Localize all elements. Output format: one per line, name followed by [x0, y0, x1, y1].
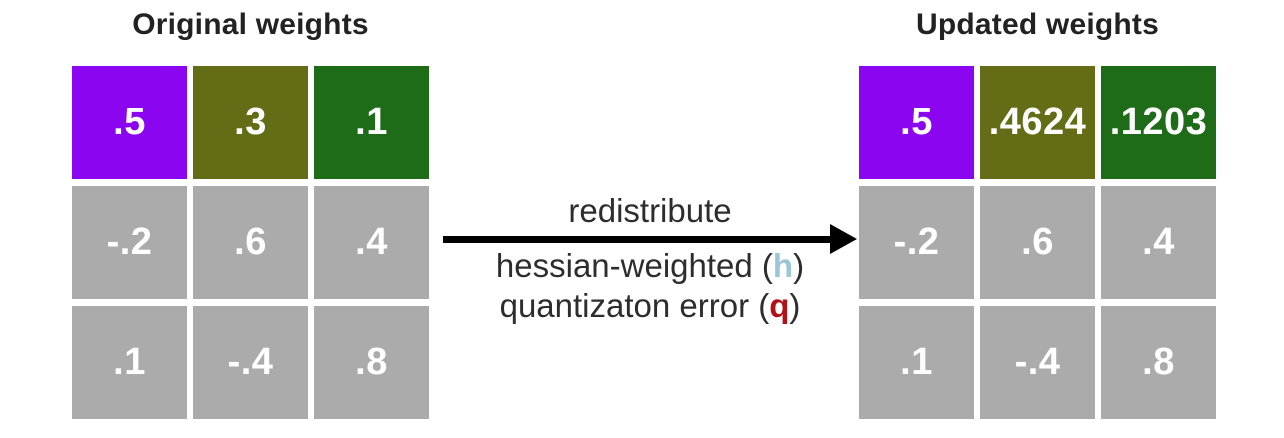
updated-weights-matrix: .5.4624.1203 -.2.6.4 .1-.4.8: [859, 66, 1216, 419]
original-weights-title: Original weights: [132, 8, 369, 41]
matrix-cell: .3: [193, 66, 308, 179]
matrix-cell: -.4: [193, 306, 308, 419]
quant-label-prefix: quantizaton error (: [499, 287, 770, 324]
matrix-cell: .4: [314, 186, 429, 299]
hessian-label-suffix: ): [793, 247, 805, 284]
quant-label-suffix: ): [789, 287, 801, 324]
matrix-cell: .1: [314, 66, 429, 179]
h-variable: h: [772, 247, 794, 284]
hessian-label-prefix: hessian-weighted (: [495, 247, 773, 284]
arrow-head-icon: [830, 224, 857, 254]
matrix-cell: .8: [314, 306, 429, 419]
matrix-cell: .4: [1101, 186, 1216, 299]
matrix-cell: .5: [859, 66, 974, 179]
arrow-right-icon: [443, 236, 833, 243]
matrix-cell: -.2: [72, 186, 187, 299]
hessian-weighted-label: hessian-weighted (h): [443, 247, 857, 285]
matrix-cell: -.2: [859, 186, 974, 299]
matrix-cell: .1203: [1101, 66, 1216, 179]
matrix-cell: .4624: [980, 66, 1095, 179]
matrix-cell: -.4: [980, 306, 1095, 419]
original-weights-matrix: .5.3.1-.2.6.4.1-.4.8: [72, 66, 429, 419]
matrix-cell: .8: [1101, 306, 1216, 419]
q-variable: q: [769, 287, 790, 324]
matrix-cell: .5: [72, 66, 187, 179]
updated-weights-title: Updated weights: [915, 8, 1159, 41]
redistribute-label: redistribute: [568, 192, 732, 229]
matrix-cell: .6: [193, 186, 308, 299]
matrix-cell: .1: [859, 306, 974, 419]
quantization-error-label: quantizaton error (q): [443, 287, 857, 325]
matrix-cell: .1: [72, 306, 187, 419]
matrix-cell: .6: [980, 186, 1095, 299]
